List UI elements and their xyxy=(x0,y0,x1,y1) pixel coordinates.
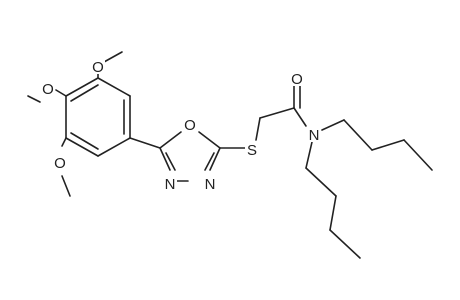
atom-label-ring-nitrogen-left: N xyxy=(165,176,176,193)
atom-label-layer: O O O O N N S O N xyxy=(41,58,321,193)
bond xyxy=(403,139,433,171)
atom-label-carbonyl-oxygen: O xyxy=(291,71,303,88)
bond xyxy=(259,107,295,119)
bond xyxy=(65,77,99,97)
atom-label-amide-nitrogen: N xyxy=(309,127,320,144)
atom-label-backdrop xyxy=(307,126,321,142)
bond xyxy=(293,107,307,127)
atom-label-ring-oxygen: O xyxy=(184,117,196,134)
bond xyxy=(55,89,67,97)
atom-label-backdrop xyxy=(163,175,177,191)
bond xyxy=(329,229,361,259)
atom-label-ring-nitrogen-right: N xyxy=(205,176,216,193)
atom-label-backdrop xyxy=(53,154,67,170)
bond xyxy=(70,132,99,150)
bond xyxy=(97,77,131,97)
bond xyxy=(371,139,405,151)
bond xyxy=(204,152,215,171)
bond xyxy=(65,137,99,157)
atom-label-backdrop xyxy=(245,141,259,157)
atom-label-backdrop xyxy=(183,116,197,132)
atom-label-thioether-sulfur: S xyxy=(247,142,257,159)
atom-label-backdrop xyxy=(41,80,55,96)
bond xyxy=(103,51,123,63)
bond xyxy=(321,119,345,131)
atom-label-backdrop xyxy=(290,70,304,86)
bond xyxy=(343,119,373,151)
bond-layer xyxy=(27,51,433,259)
bond xyxy=(159,147,171,171)
bond xyxy=(27,95,41,103)
atom-label-methoxy-o-left: O xyxy=(42,81,54,98)
bond xyxy=(198,131,221,149)
bond xyxy=(165,152,176,171)
bond xyxy=(255,117,261,141)
atom-label-backdrop xyxy=(203,175,217,191)
atom-label-methoxy-o-bottom: O xyxy=(54,155,66,172)
bond xyxy=(305,167,337,197)
bond xyxy=(305,141,313,169)
atom-label-methoxy-o-top: O xyxy=(92,59,104,76)
bond xyxy=(159,131,182,149)
bond xyxy=(70,84,99,102)
bond xyxy=(209,147,221,171)
bond xyxy=(61,137,67,147)
bond xyxy=(129,137,161,149)
bond xyxy=(97,137,131,157)
bond xyxy=(61,175,71,197)
atom-label-backdrop xyxy=(91,58,105,74)
bond xyxy=(329,195,337,231)
